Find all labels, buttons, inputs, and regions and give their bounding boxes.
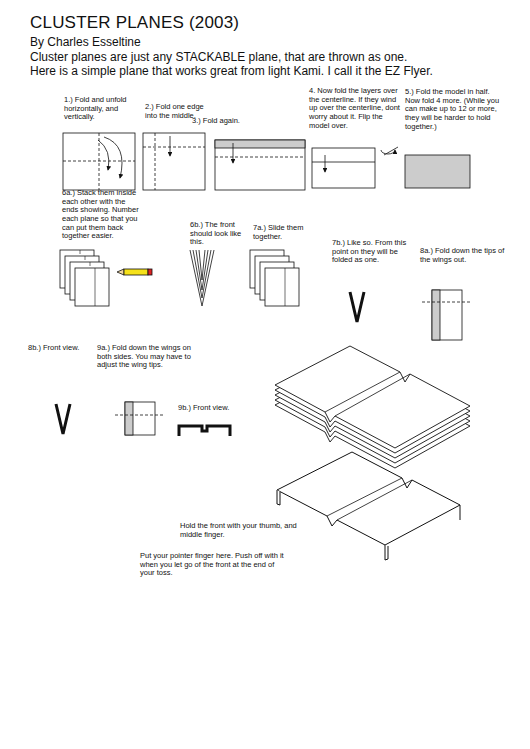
fold-stroke: [422, 302, 472, 303]
step-text: 5.) Fold the model in half. Now fold 4 m…: [405, 88, 500, 131]
byline: By Charles Esseltine: [30, 36, 450, 50]
page-title: CLUSTER PLANES (2003): [30, 14, 239, 33]
fold-stroke: [405, 155, 470, 188]
fold-stroke: [277, 452, 460, 560]
step-text: 7b.) Like so. From this point on they wi…: [332, 239, 414, 265]
step-text: 1.) Fold and unfold horizontally, and ve…: [64, 96, 136, 122]
fold-stroke: [215, 140, 305, 190]
fold-stroke: [265, 268, 299, 306]
fold-stroke: [125, 402, 133, 435]
fold-stroke: [275, 346, 470, 448]
step-text: 3.) Fold again.: [192, 117, 252, 126]
fold-stroke: [179, 426, 230, 436]
fold-stroke: [124, 269, 148, 275]
hand-note: Hold the front with your thumb, and midd…: [180, 522, 310, 539]
fold-stroke: [432, 290, 462, 340]
fold-stroke: [85, 256, 86, 260]
intro-text: Here is a simple plane that works great …: [30, 65, 510, 79]
fold-stroke: [190, 250, 214, 306]
fold-stroke: [155, 133, 156, 190]
fold-stroke: [80, 250, 95, 306]
fold-stroke: [275, 346, 470, 468]
fold-stroke: [104, 137, 122, 178]
step-text: 8b.) Front view.: [28, 344, 96, 353]
fold-stroke: [277, 490, 280, 505]
fold-stroke: [215, 140, 305, 148]
fold-stroke: [384, 147, 398, 155]
intro-text: Cluster planes are just any STACKABLE pl…: [30, 51, 510, 65]
fold-stroke: [115, 415, 165, 416]
step-text: 4. Now fold the layers over the centerli…: [309, 87, 401, 130]
fold-stroke: [90, 262, 91, 266]
step-text: 8a.) Fold down the tips of the wings out…: [420, 247, 510, 264]
fold-stroke: [75, 268, 109, 306]
fold-stroke: [95, 268, 96, 306]
fold-stroke: [312, 162, 375, 163]
fold-stroke: [196, 250, 208, 290]
fold-stroke: [233, 143, 234, 163]
fold-stroke: [277, 452, 460, 545]
step-text: 6b.) The front should look like this.: [190, 221, 245, 247]
fold-stroke: [350, 292, 364, 322]
fold-stroke: [199, 250, 205, 280]
fold-stroke: [312, 148, 375, 188]
fold-stroke: [125, 402, 155, 435]
fold-stroke: [148, 269, 152, 275]
hand-note: Put your pointer finger here. Push off w…: [140, 552, 290, 578]
fold-stroke: [193, 250, 211, 298]
fold-stroke: [250, 250, 299, 306]
fold-stroke: [56, 404, 70, 434]
fold-stroke: [143, 133, 205, 190]
fold-stroke: [215, 157, 305, 158]
fold-stroke: [63, 133, 135, 190]
fold-stroke: [327, 478, 402, 516]
fold-stroke: [80, 250, 81, 254]
fold-stroke: [98, 140, 109, 170]
fold-stroke: [432, 290, 440, 340]
fold-stroke: [325, 155, 326, 172]
fold-stroke: [381, 150, 395, 154]
step-text: 7a.) Slide them together.: [253, 224, 315, 241]
fold-stroke: [117, 269, 124, 275]
step-text: 6a.) Stack them inside each other with t…: [62, 189, 142, 241]
fold-stroke: [325, 372, 400, 412]
fold-stroke: [337, 480, 412, 520]
fold-stroke: [335, 374, 410, 416]
fold-stroke: [63, 161, 135, 162]
fold-stroke: [99, 133, 100, 190]
fold-stroke: [143, 147, 205, 148]
fold-stroke: [170, 136, 171, 156]
fold-stroke: [285, 268, 286, 306]
step-text: 9b.) Front view.: [178, 404, 248, 413]
fold-stroke: [60, 250, 109, 306]
step-text: 9a.) Fold down the wings on both sides. …: [97, 344, 192, 370]
fold-stroke: [385, 545, 388, 560]
fold-stroke: [460, 505, 461, 520]
